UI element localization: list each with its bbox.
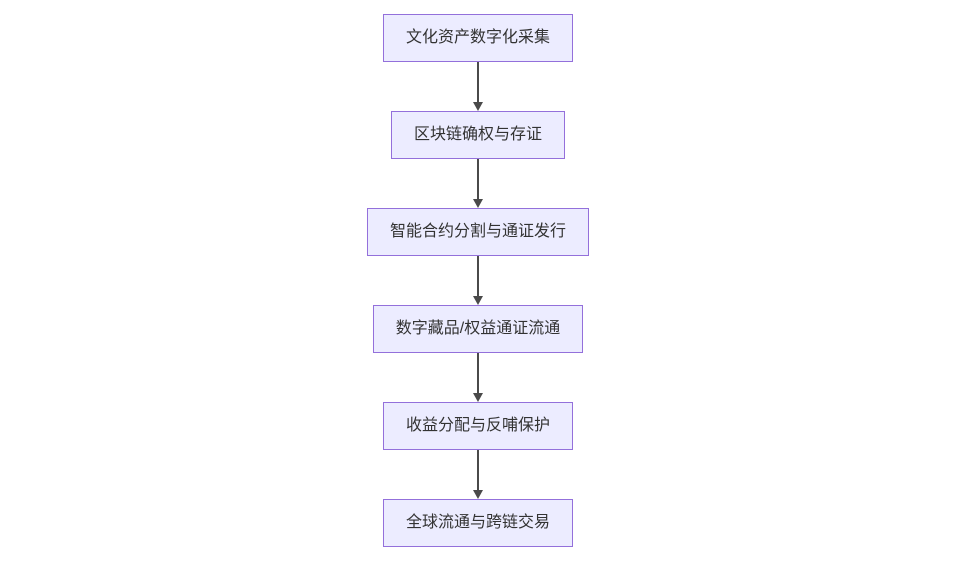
arrow-line — [476, 256, 479, 297]
arrow-line — [476, 353, 479, 394]
arrowhead-down-icon — [472, 199, 483, 208]
flow-node-digitization: 文化资产数字化采集 — [382, 14, 574, 62]
flow-node-smart-contract-issuance: 智能合约分割与通证发行 — [366, 208, 590, 256]
arrow-line — [476, 159, 479, 200]
flow-arrow-3 — [472, 256, 483, 305]
flow-node-label: 全球流通与跨链交易 — [405, 514, 551, 531]
flow-node-global-crosschain: 全球流通与跨链交易 — [382, 499, 574, 547]
arrowhead-down-icon — [472, 490, 483, 499]
flow-node-revenue-distribution: 收益分配与反哺保护 — [382, 402, 574, 450]
flow-node-label: 区块链确权与存证 — [413, 126, 543, 143]
arrow-line — [476, 62, 479, 103]
flowchart-column: 文化资产数字化采集 区块链确权与存证 智能合约分割与通证发行 数字藏品/权益通证… — [366, 14, 590, 547]
flow-node-token-circulation: 数字藏品/权益通证流通 — [372, 305, 584, 353]
flow-node-label: 智能合约分割与通证发行 — [389, 223, 567, 240]
flow-node-label: 文化资产数字化采集 — [405, 29, 551, 46]
flow-arrow-1 — [472, 62, 483, 111]
flow-node-label: 收益分配与反哺保护 — [405, 417, 551, 434]
arrowhead-down-icon — [472, 393, 483, 402]
flow-arrow-5 — [472, 450, 483, 499]
flow-arrow-4 — [472, 353, 483, 402]
flow-node-blockchain-confirmation: 区块链确权与存证 — [390, 111, 566, 159]
flow-node-label: 数字藏品/权益通证流通 — [395, 320, 561, 337]
arrow-line — [476, 450, 479, 491]
arrowhead-down-icon — [472, 102, 483, 111]
arrowhead-down-icon — [472, 296, 483, 305]
flow-arrow-2 — [472, 159, 483, 208]
